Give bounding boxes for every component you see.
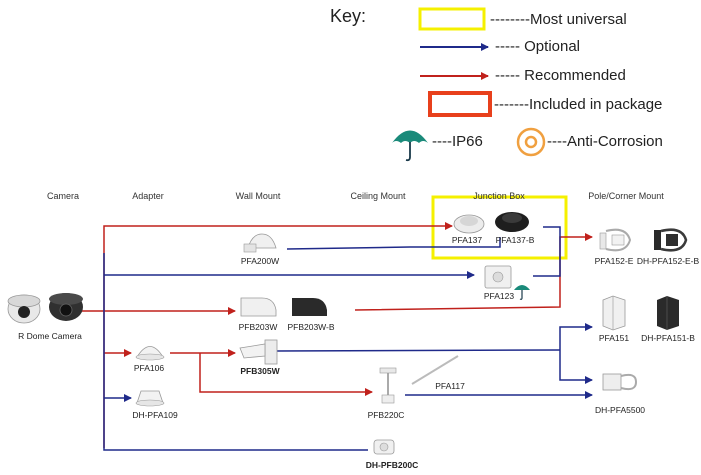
- column-adapter: Adapter: [132, 191, 164, 201]
- pfa137b-image: [495, 212, 529, 232]
- label-pfa151b: DH-PFA151-B: [641, 333, 695, 343]
- pfa137-image: [453, 214, 485, 234]
- label-pfa137b: PFA137-B: [495, 235, 535, 245]
- pfa151b-image: [657, 296, 679, 330]
- umbrella-icon: [392, 130, 428, 162]
- label-pfa5500: DH-PFA5500: [594, 405, 646, 415]
- key-anti-corrosion: ----Anti-Corrosion: [547, 133, 663, 150]
- label-pfa137: PFA137: [451, 235, 483, 245]
- key-red-box: [428, 91, 492, 117]
- key-yellow-box: [418, 7, 486, 31]
- key-optional: ----- Optional: [495, 38, 581, 55]
- key-most-universal: --------Most universal: [490, 11, 627, 28]
- key-included: -------Included in package: [494, 96, 663, 113]
- pfb305w-image: [239, 339, 278, 365]
- pfa200w-image: [243, 233, 277, 253]
- pfa109-image: [135, 390, 165, 407]
- pfa106-image: [135, 346, 165, 361]
- label-pfa152eb: DH-PFA152-E-B: [636, 256, 700, 266]
- label-pfa117: PFA117: [435, 381, 465, 391]
- pfa152eb-image: [654, 228, 688, 252]
- pfa5500-image: [602, 373, 638, 391]
- label-pfa109: DH-PFA109: [132, 410, 178, 420]
- label-pfa123: PFA123: [483, 291, 515, 301]
- key-ip66: ----IP66: [432, 133, 483, 150]
- pfa117-image: [411, 355, 459, 385]
- pfa152e-image: [599, 228, 632, 252]
- pfa123-ip66-icon: [514, 285, 530, 300]
- anti-corrosion-icon: [516, 127, 546, 157]
- camera-image: [7, 293, 83, 324]
- label-pfb305w: PFB305W: [240, 366, 280, 376]
- most-universal-box: [431, 195, 568, 260]
- pfb203w-image: [240, 297, 277, 317]
- pfa123-image: [484, 265, 512, 289]
- pfa151-image: [602, 295, 626, 331]
- label-pfb203wb: PFB203W-B: [287, 322, 335, 332]
- pfb220c-image: [379, 367, 397, 404]
- column-ceiling-mount: Ceiling Mount: [350, 191, 406, 201]
- label-pfb220c: PFB220C: [367, 410, 405, 420]
- label-pfb203w: PFB203W: [238, 322, 278, 332]
- column-camera: Camera: [46, 191, 80, 201]
- label-pfb200c: DH-PFB200C: [365, 460, 419, 470]
- column-pole-corner-mount: Pole/Corner Mount: [588, 191, 664, 201]
- key-recommended: ----- Recommended: [495, 67, 626, 84]
- label-camera: R Dome Camera: [18, 331, 82, 341]
- label-pfa152e: PFA152-E: [594, 256, 634, 266]
- key-title: Key:: [330, 6, 367, 26]
- column-wall-mount: Wall Mount: [235, 191, 281, 201]
- pfb200c-image: [373, 439, 395, 455]
- label-pfa151: PFA151: [598, 333, 630, 343]
- label-pfa106: PFA106: [133, 363, 165, 373]
- column-junction-box: Junction Box: [473, 191, 525, 201]
- label-pfa200w: PFA200W: [240, 256, 280, 266]
- pfb203wb-image: [292, 298, 327, 316]
